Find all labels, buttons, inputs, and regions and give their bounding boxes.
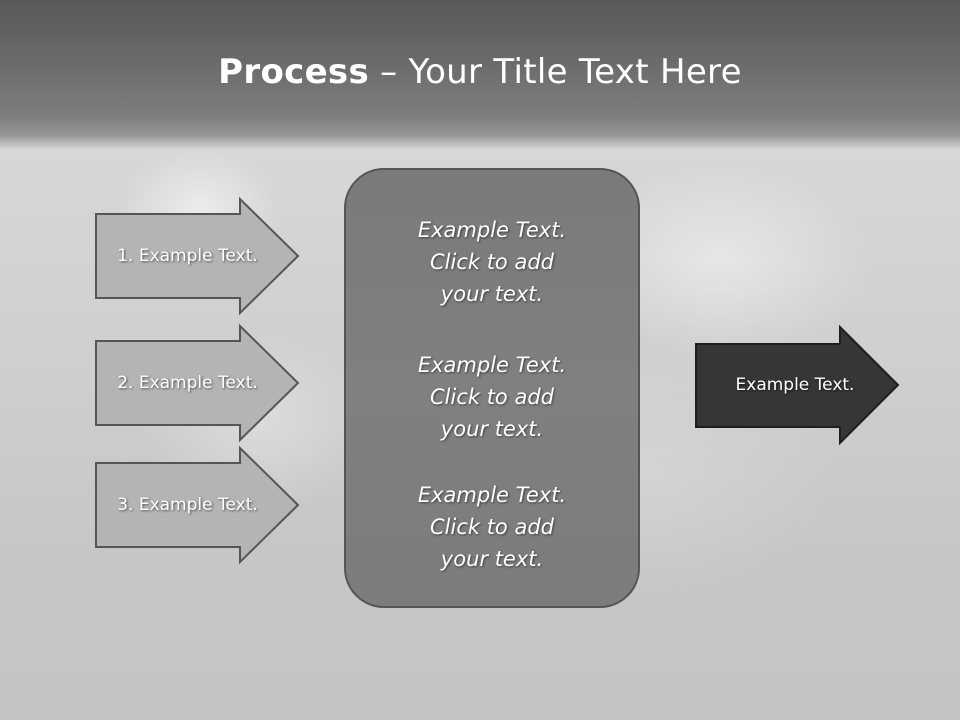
center-block-1-line-2: Click to add <box>429 250 554 274</box>
center-text-block-1: Example Text. Click to add your text. <box>346 214 638 310</box>
left-arrow-1[interactable]: 1. Example Text. <box>95 196 300 316</box>
center-block-3-line-1: Example Text. <box>417 483 567 507</box>
center-text-block-3: Example Text. Click to add your text. <box>346 479 638 575</box>
center-text-block-2: Example Text. Click to add your text. <box>346 349 638 445</box>
left-arrow-3[interactable]: 3. Example Text. <box>95 445 300 565</box>
left-arrow-3-shape <box>95 445 300 565</box>
slide-title[interactable]: Process – Your Title Text Here <box>0 52 960 92</box>
right-arrow-shape <box>695 324 900 446</box>
right-arrow-label: Example Text. <box>735 375 855 395</box>
left-arrow-1-shape <box>95 196 300 316</box>
title-rest: – Your Title Text Here <box>369 52 742 92</box>
center-text-box[interactable]: Example Text. Click to add your text. Ex… <box>344 168 640 608</box>
center-block-3-line-3: your text. <box>440 547 544 571</box>
left-arrow-2[interactable]: 2. Example Text. <box>95 323 300 443</box>
title-bold: Process <box>218 52 370 92</box>
center-block-2-line-1: Example Text. <box>417 353 567 377</box>
center-block-1-line-1: Example Text. <box>417 218 567 242</box>
center-block-2-line-3: your text. <box>440 417 544 441</box>
left-arrow-2-label: 2. Example Text. <box>117 373 258 393</box>
right-arrow[interactable]: Example Text. <box>695 324 900 446</box>
left-arrow-1-label: 1. Example Text. <box>117 246 258 266</box>
center-block-1-line-3: your text. <box>440 282 544 306</box>
center-block-2-line-2: Click to add <box>429 385 554 409</box>
header-band <box>0 0 960 150</box>
center-block-3-line-2: Click to add <box>429 515 554 539</box>
left-arrow-2-shape <box>95 323 300 443</box>
left-arrow-3-label: 3. Example Text. <box>117 495 258 515</box>
